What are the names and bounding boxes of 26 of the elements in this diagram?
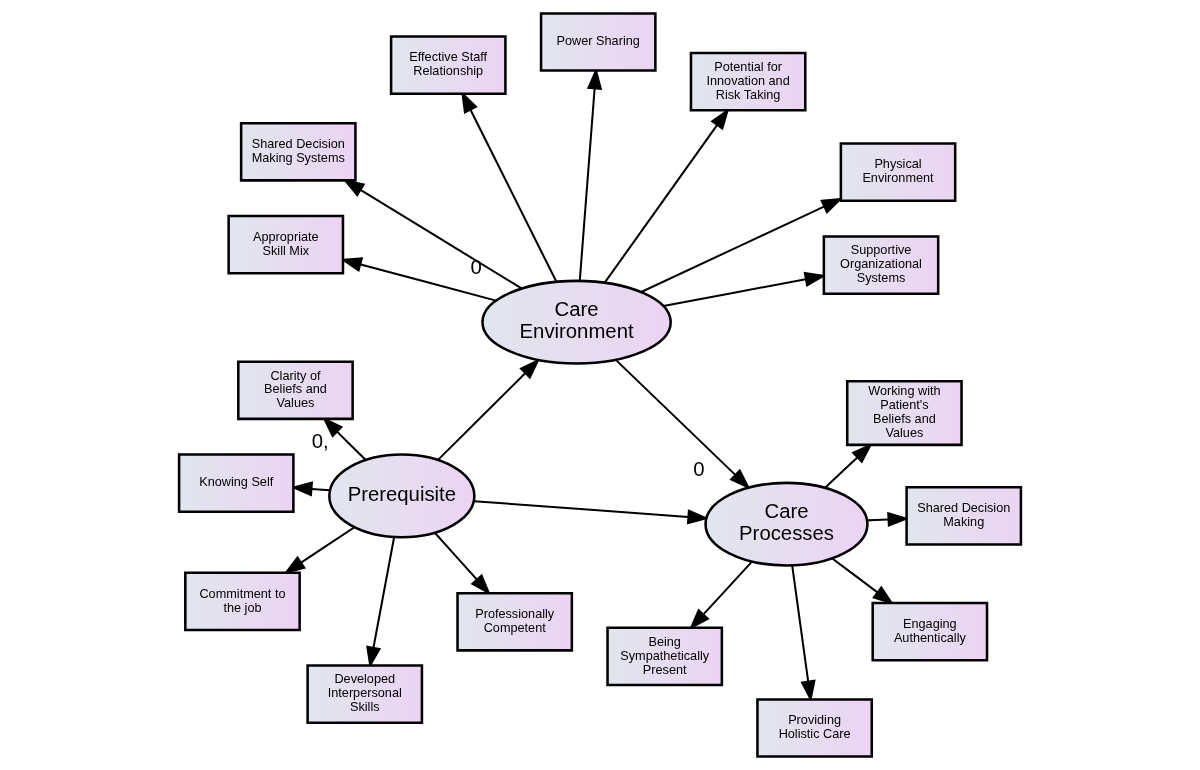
- node-box: Supportive Organizational Systems: [822, 235, 940, 295]
- node-label: 0,: [311, 429, 329, 452]
- arrow: [689, 561, 753, 630]
- node-ellipse: Care Processes: [704, 481, 869, 567]
- node-ellipse: Care Environment: [481, 279, 672, 365]
- node-box: Potential for Innovation and Risk Taking: [689, 51, 807, 112]
- node-box: Being Sympathetically Present: [606, 626, 724, 687]
- node-box: Professionally Competent: [456, 591, 574, 652]
- node-box: Engaging Authentically: [871, 601, 989, 662]
- node-box: Appropriate Skill Mix: [227, 214, 345, 275]
- node-label: 0: [693, 458, 705, 481]
- arrow: [437, 358, 541, 461]
- node-box: Shared Decision Making: [905, 486, 1023, 546]
- node-ellipse: Prerequisite: [328, 453, 476, 539]
- node-box: Clarity of Beliefs and Values: [237, 360, 354, 421]
- node-box: Commitment to the job: [184, 571, 301, 632]
- node-box: Shared Decision Making Systems: [239, 121, 357, 182]
- node-box: Effective Staff Relationship: [389, 35, 507, 95]
- node-box: Power Sharing: [539, 12, 657, 72]
- node-box: Working with Patient's Beliefs and Values: [845, 380, 963, 447]
- arrow: [831, 557, 895, 605]
- arrow: [615, 359, 751, 490]
- node-box: Physical Environment: [839, 142, 957, 202]
- node-box: Developed Interpersonal Skills: [306, 664, 424, 724]
- node-box: Knowing Self: [177, 453, 295, 513]
- node-box: Providing Holistic Care: [756, 698, 874, 758]
